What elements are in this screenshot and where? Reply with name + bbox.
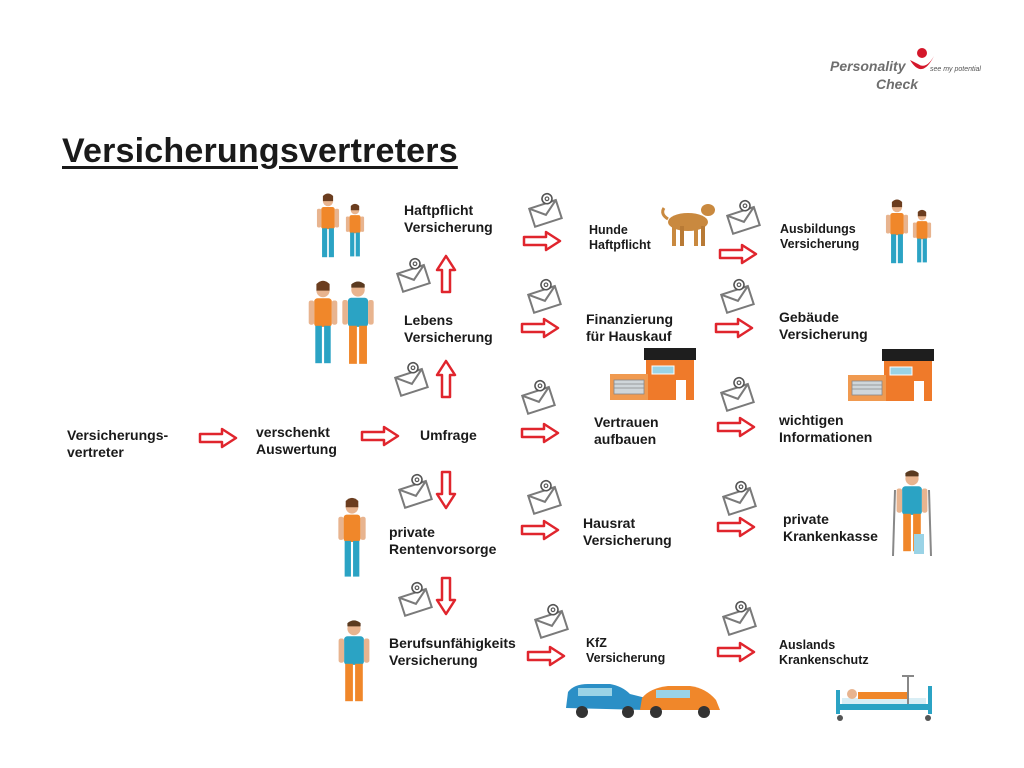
node-umfrage: Umfrage (420, 427, 477, 443)
email-envelope-icon (393, 255, 431, 293)
dog-icon (661, 204, 715, 246)
email-envelope-icon (518, 377, 556, 415)
node-versicherungsvertreter: Versicherungs- vertreter (67, 427, 169, 460)
injured-person-crutches-icon (892, 470, 932, 557)
email-envelope-icon (525, 190, 563, 228)
node-private-krankenkasse: private Krankenkasse (783, 511, 878, 544)
person-logo-icon (910, 48, 934, 70)
email-envelope-icon (395, 579, 433, 617)
email-envelope-icon (717, 276, 755, 314)
arrow-right-icon (716, 516, 756, 538)
email-envelope-icon (524, 276, 562, 314)
node-ausbildungs-versicherung: Ausbildungs Versicherung (780, 222, 860, 251)
arrow-up-icon (435, 254, 457, 294)
node-vertrauen-aufbauen: Vertrauen aufbauen (594, 414, 659, 447)
couple-icon (308, 280, 374, 364)
node-private-rentenvorsorge: private Rentenvorsorge (389, 524, 497, 557)
node-haftpflicht: Haftpflicht Versicherung (404, 202, 493, 235)
arrow-right-icon (520, 519, 560, 541)
arrow-down-icon (435, 576, 457, 616)
email-envelope-icon (531, 601, 569, 639)
man-icon (338, 620, 370, 702)
node-kfz-versicherung: KfZ Versicherung (586, 636, 666, 665)
logo-line2: Check (876, 76, 919, 92)
arrow-right-icon (360, 425, 400, 447)
house-icon (847, 348, 935, 402)
personality-check-logo: Personality Check see my potential (828, 46, 988, 96)
node-verschenkt-auswertung: verschenkt Auswertung (256, 424, 337, 457)
arrow-right-icon (716, 641, 756, 663)
arrow-right-icon (198, 427, 238, 449)
logo-line1: Personality (830, 58, 906, 74)
children-cheering-icon (316, 193, 365, 258)
arrow-right-icon (526, 645, 566, 667)
email-envelope-icon (524, 477, 562, 515)
node-auslands-krankenschutz: Auslands Krankenschutz (779, 638, 869, 667)
page-title: Versicherungsvertreters (62, 132, 458, 170)
logo-tagline: see my potential (930, 66, 981, 73)
email-envelope-icon (395, 471, 433, 509)
arrow-right-icon (716, 416, 756, 438)
arrow-right-icon (718, 243, 758, 265)
node-wichtigen-informationen: wichtigen Informationen (779, 412, 873, 445)
node-finanzierung-hauskauf: Finanzierung für Hauskauf (586, 311, 674, 344)
hospital-bed-icon (836, 675, 932, 721)
email-envelope-icon (723, 197, 761, 235)
email-envelope-icon (391, 359, 429, 397)
email-envelope-icon (717, 374, 755, 412)
arrow-right-icon (520, 422, 560, 444)
email-envelope-icon (719, 478, 757, 516)
email-envelope-icon (719, 598, 757, 636)
arrow-right-icon (714, 317, 754, 339)
node-berufsunfaehigkeits: Berufsunfähigkeits Versicherung (389, 635, 516, 668)
node-hausrat-versicherung: Hausrat Versicherung (583, 515, 672, 548)
arrow-down-icon (435, 470, 457, 510)
car-crash-icon (566, 684, 720, 718)
children-cheering-icon (885, 199, 932, 264)
woman-icon (338, 497, 366, 577)
arrow-up-icon (435, 359, 457, 399)
node-lebens-versicherung: Lebens Versicherung (404, 312, 493, 345)
house-icon (609, 347, 697, 401)
node-hunde-haftpflicht: Hunde Haftpflicht (589, 223, 651, 252)
node-gebaeude-versicherung: Gebäude Versicherung (779, 309, 868, 342)
arrow-right-icon (522, 230, 562, 252)
arrow-right-icon (520, 317, 560, 339)
